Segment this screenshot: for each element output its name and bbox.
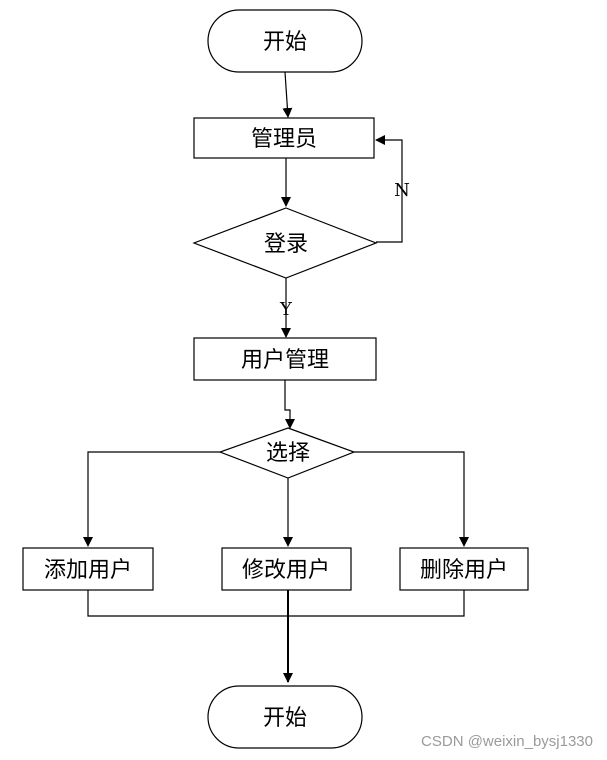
edge-choose-delete bbox=[354, 451, 469, 547]
edge-add-merge bbox=[87, 590, 465, 617]
edge-login-no bbox=[375, 135, 403, 243]
start-label: 开始 bbox=[263, 30, 307, 55]
add-user-box: 添加用户 bbox=[22, 547, 154, 591]
delete-user-label: 删除用户 bbox=[420, 558, 508, 583]
add-user-label: 添加用户 bbox=[44, 558, 132, 583]
choose-label: 选择 bbox=[266, 441, 310, 466]
admin-box: 管理员 bbox=[193, 117, 375, 159]
edge-management-choose bbox=[284, 380, 295, 429]
choose-decision: 选择 bbox=[218, 427, 356, 479]
edge-start-admin bbox=[282, 71, 293, 118]
watermark: CSDN @weixin_bysj1330 bbox=[421, 733, 593, 750]
edge-choose-add bbox=[83, 451, 220, 547]
edit-user-box: 修改用户 bbox=[221, 547, 352, 591]
login-decision: 登录 bbox=[192, 207, 378, 279]
user-management-label: 用户管理 bbox=[241, 348, 329, 373]
end-terminal: 开始 bbox=[207, 685, 363, 749]
user-management-box: 用户管理 bbox=[193, 337, 377, 381]
end-label: 开始 bbox=[263, 706, 307, 731]
login-label: 登录 bbox=[264, 232, 308, 257]
no-label: N bbox=[394, 180, 410, 201]
admin-label: 管理员 bbox=[251, 127, 317, 152]
start-terminal: 开始 bbox=[207, 9, 363, 73]
edit-user-label: 修改用户 bbox=[242, 558, 330, 583]
delete-user-box: 删除用户 bbox=[399, 547, 529, 591]
yes-label: Y bbox=[279, 299, 293, 320]
